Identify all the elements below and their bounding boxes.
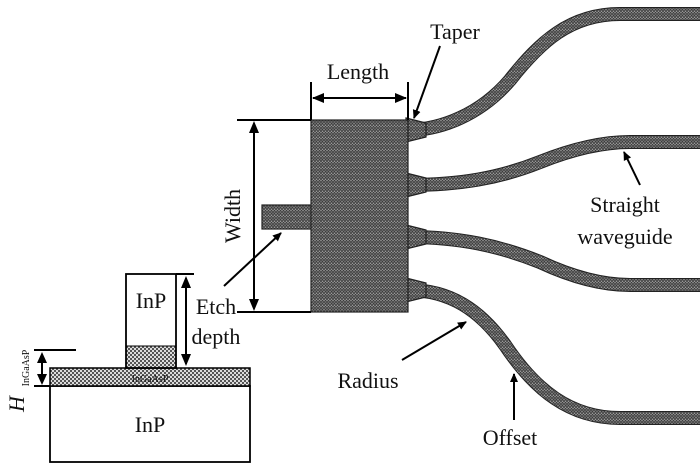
input-waveguide — [261, 204, 315, 230]
ingaasp-ridge-core — [126, 346, 176, 368]
h-ingaasp-label: H InGaAsP — [4, 349, 32, 413]
inp-substrate-label: InP — [135, 412, 166, 437]
straight-waveguide-arrow — [623, 151, 641, 186]
taper-label: Taper — [430, 19, 480, 44]
width-dimension — [237, 119, 311, 313]
etch-depth-arrow — [223, 232, 282, 287]
inp-ridge — [125, 273, 177, 369]
straight-waveguide-label-line2: waveguide — [577, 224, 672, 249]
mmi-section — [310, 119, 409, 313]
radius-label: Radius — [337, 368, 398, 393]
h-ingaasp-dimension — [34, 349, 76, 387]
straight-waveguide-label-line1: Straight — [590, 192, 660, 217]
ingaasp-layer-label: InGaAsP — [132, 374, 169, 385]
cross-section — [49, 273, 251, 463]
tapers — [405, 117, 427, 303]
offset-label: Offset — [483, 425, 538, 450]
etch-depth-label-line1: Etch — [196, 294, 236, 319]
etch-depth-dimension — [176, 273, 194, 366]
radius-arrow — [401, 321, 467, 361]
length-label: Length — [327, 59, 389, 84]
etch-depth-label-line2: depth — [192, 324, 241, 349]
length-dimension — [310, 82, 409, 120]
taper-arrow — [412, 45, 441, 119]
svg-text:InGaAsP: InGaAsP — [21, 349, 32, 386]
inp-ridge-label: InP — [136, 288, 167, 313]
output-waveguides — [407, 7, 700, 425]
width-label: Width — [220, 189, 245, 243]
svg-text:H: H — [4, 395, 29, 413]
